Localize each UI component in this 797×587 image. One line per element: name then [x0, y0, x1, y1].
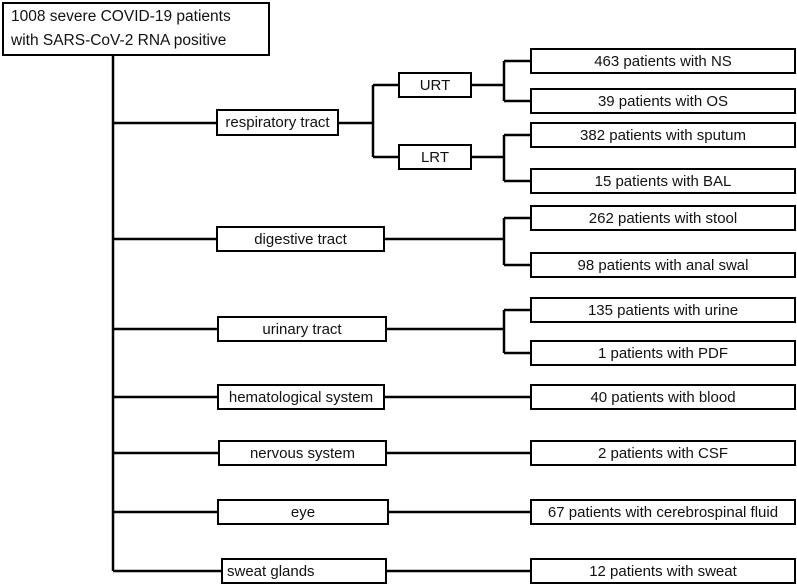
leaf-box-csf: 2 patients with CSF: [530, 440, 796, 466]
leaf-box-pdf: 1 patients with PDF: [530, 340, 796, 366]
leaf-box-sweat: 12 patients with sweat: [530, 558, 796, 584]
system-box-nervous-system: nervous system: [218, 440, 387, 466]
system-box-hematological-system: hematological system: [217, 384, 385, 410]
leaf-box-ns: 463 patients with NS: [530, 48, 796, 74]
system-box-digestive-tract: digestive tract: [216, 226, 385, 252]
leaf-box-urine: 135 patients with urine: [530, 297, 796, 323]
leaf-box-sputum: 382 patients with sputum: [530, 122, 796, 148]
system-box-urinary-tract: urinary tract: [217, 316, 387, 342]
leaf-box-anal-swab: 98 patients with anal swal: [530, 252, 796, 278]
leaf-box-os: 39 patients with OS: [530, 88, 796, 114]
root-patients-line1: 1008 severe COVID-19 patients: [11, 8, 231, 25]
system-box-eye: eye: [217, 499, 389, 525]
group-box-lrt: LRT: [398, 144, 472, 170]
root-patients-line2: with SARS-CoV-2 RNA positive: [11, 32, 227, 49]
leaf-box-blood: 40 patients with blood: [530, 384, 796, 410]
leaf-box-bal: 15 patients with BAL: [530, 168, 796, 194]
system-box-sweat-glands: sweat glands: [221, 558, 387, 584]
leaf-box-stool: 262 patients with stool: [530, 205, 796, 231]
group-box-urt: URT: [398, 72, 472, 98]
system-box-respiratory-tract: respiratory tract: [216, 109, 339, 136]
leaf-box-cerebrospinal-fluid: 67 patients with cerebrospinal fluid: [530, 499, 796, 525]
root-patients-box: 1008 severe COVID-19 patients with SARS-…: [2, 2, 270, 56]
